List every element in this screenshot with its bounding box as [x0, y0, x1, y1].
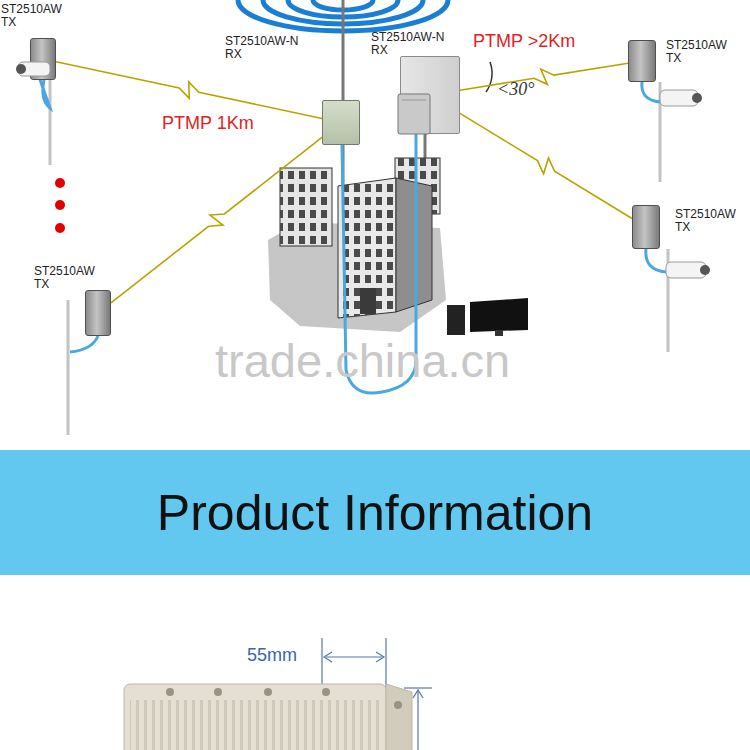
camera [18, 62, 50, 76]
buildings [360, 288, 376, 314]
section-heading: Product Information [157, 484, 593, 542]
camera [666, 262, 706, 278]
dimension-lines [413, 690, 423, 698]
poles [667, 249, 670, 352]
camera [700, 265, 710, 275]
buildings [268, 158, 446, 332]
product-photo [394, 701, 402, 709]
wireless-link [460, 113, 632, 218]
antenna-mast [343, 0, 425, 185]
transmitter-unit: ST2510AW TX [30, 38, 56, 80]
poles [659, 82, 662, 182]
product-photo [264, 688, 272, 696]
cables [38, 74, 666, 393]
device-label: ST2510AW TX [675, 208, 739, 234]
device-label: ST2510AW-N RX [371, 31, 455, 57]
transmitter-unit: ST2510AW TX [632, 205, 660, 249]
product-photo [166, 688, 174, 696]
poles [67, 300, 70, 435]
red-dots [55, 178, 65, 233]
red-dots [55, 223, 65, 233]
buildings [338, 178, 396, 318]
rx-enclosure [398, 94, 430, 134]
camera [16, 62, 50, 76]
link-distance: PTMP >2Km [473, 31, 575, 52]
dimension-lines [321, 638, 322, 690]
poles [50, 80, 668, 435]
rx-enclosure [402, 100, 426, 101]
product-photo [322, 688, 330, 696]
transmitter-unit: ST2510AW TX [85, 290, 111, 336]
camera [16, 64, 26, 74]
computer [470, 298, 528, 332]
rx-enclosure [398, 94, 430, 134]
red-dots [55, 178, 65, 188]
cables [38, 74, 50, 108]
link-distance: PTMP 1Km [162, 113, 254, 134]
wireless-link [460, 63, 628, 90]
dimension-lines [324, 652, 332, 662]
dimension-lines [376, 652, 384, 662]
red-dots [55, 200, 65, 210]
camera [692, 93, 702, 103]
cables [342, 134, 416, 393]
dimension-lines [385, 638, 386, 690]
antenna-mast [342, 0, 345, 100]
buildings [338, 178, 396, 318]
angle-arc [486, 62, 492, 92]
wireless-link [56, 62, 322, 119]
cables [646, 249, 666, 272]
product-photo [130, 700, 380, 750]
dimension-lines [417, 690, 418, 750]
poles [49, 80, 52, 165]
receiver-panel: ST2510AW-N RX [400, 56, 460, 134]
product-photo [214, 688, 222, 696]
camera [660, 90, 698, 106]
wireless-link [111, 137, 322, 302]
computer [495, 330, 503, 336]
buildings [280, 168, 332, 246]
cables [70, 336, 98, 352]
device-label: ST2510AW-N RX [225, 35, 309, 61]
angle-arc [486, 62, 492, 92]
dimension-lines [326, 656, 382, 657]
receiver-unit: ST2510AW-N RX [322, 100, 360, 145]
camera [660, 90, 702, 106]
product-photo [124, 684, 386, 750]
cables [642, 82, 660, 102]
device-label: ST2510AW TX [666, 39, 730, 65]
computer [447, 305, 465, 335]
device-label: ST2510AW TX [34, 265, 98, 291]
buildings [280, 168, 332, 246]
product-photo [124, 684, 412, 750]
computer [447, 298, 528, 336]
camera [666, 262, 710, 278]
device-label: ST2510AW TX [1, 3, 65, 29]
buildings [396, 178, 432, 312]
watermark: trade.china.cn [215, 333, 510, 388]
angle-label: <30° [497, 79, 534, 100]
transmitter-unit: ST2510AW TX [628, 40, 656, 82]
product-photo [386, 684, 412, 750]
dimension-lines [404, 687, 432, 688]
dimension-label: 55mm [247, 645, 297, 666]
section-band: Product Information [0, 450, 750, 575]
